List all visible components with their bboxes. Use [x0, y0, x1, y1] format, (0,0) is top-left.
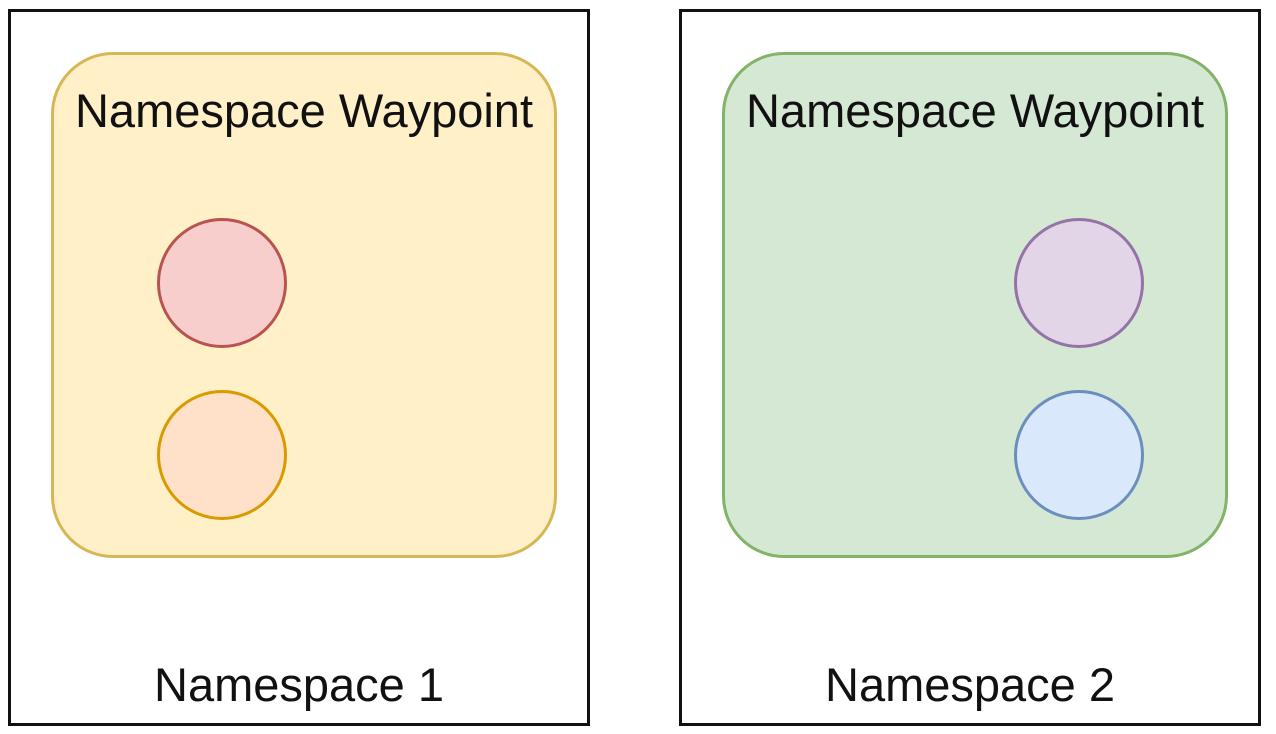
namespace-2-box: Namespace Waypoint Namespace 2 — [679, 9, 1261, 726]
namespace-2-pod-purple — [1014, 218, 1144, 348]
namespace-2-pod-blue — [1014, 390, 1144, 520]
namespace-2-waypoint-title: Namespace Waypoint — [745, 84, 1205, 137]
namespace-2-label: Namespace 2 — [825, 658, 1115, 711]
namespace-1-pod-orange — [157, 390, 287, 520]
namespace-2-waypoint: Namespace Waypoint — [722, 52, 1228, 558]
namespace-1-waypoint-title: Namespace Waypoint — [74, 84, 534, 137]
namespace-1-box: Namespace Waypoint Namespace 1 — [8, 9, 590, 726]
namespace-1-label: Namespace 1 — [154, 658, 444, 711]
namespace-1-pod-red — [157, 218, 287, 348]
namespace-1-waypoint: Namespace Waypoint — [51, 52, 557, 558]
